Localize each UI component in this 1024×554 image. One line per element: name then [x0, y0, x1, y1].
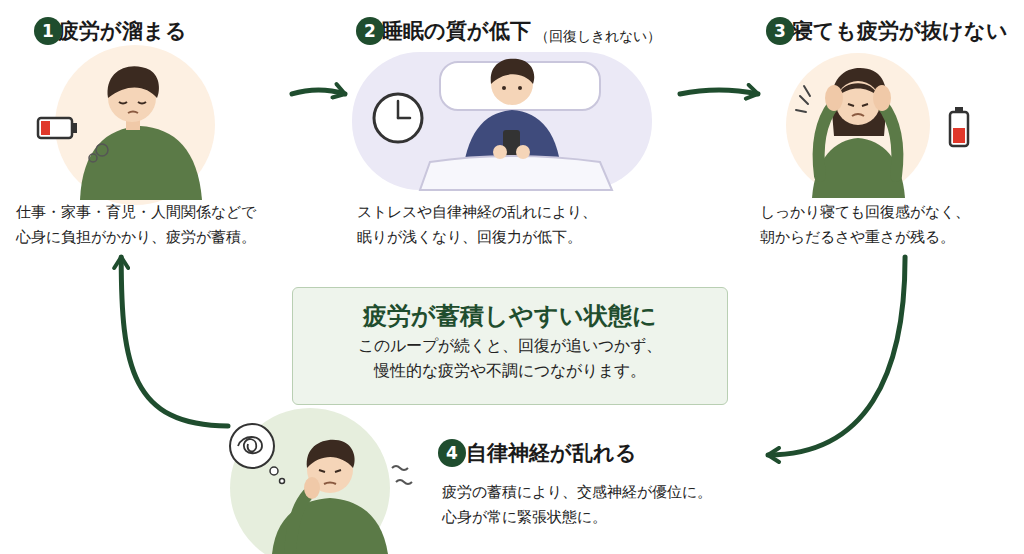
summary-title: 疲労が蓄積しやすい状態に [309, 300, 711, 334]
callout-number-text: 4 [438, 439, 466, 467]
cycle-arrow [121, 257, 228, 426]
step-panel: 睡眠の質が低下（回復しきれない） ストレスや自律神経の乱れにより、 眠りが浅くなり… [345, 10, 680, 257]
step-body: しっかり寝ても回復感がなく、 朝からだるさや重さが残る。 [760, 200, 1016, 250]
step-panel: 自律神経が乱れる疲労の蓄積により、交感神経が優位に。 心身が常に緊張状態に。 4 [228, 418, 768, 550]
step-body: 仕事・家事・育児・人間関係などで 心身に負担がかかり、疲労が蓄積。 [16, 200, 292, 250]
callout-number-text: 1 [34, 17, 62, 45]
anxious-person-illustration [230, 408, 412, 554]
callout-number-text: 3 [766, 17, 794, 45]
step-subheading: （回復しきれない） [535, 21, 661, 51]
tired-person-illustration [38, 45, 215, 205]
cycle-arrow [292, 90, 345, 94]
step-heading: 睡眠の質が低下 [382, 16, 531, 46]
callout-number: 3 [766, 17, 794, 45]
summary-body: このループが続くと、回復が追いつかず、 慢性的な疲労や不調につながります。 [309, 334, 711, 385]
step-heading: 寝ても疲労が抜けない [792, 16, 1008, 46]
callout-number: 4 [438, 439, 466, 467]
step-heading: 自律神経が乱れる [466, 438, 637, 468]
headache-person-illustration [786, 53, 968, 198]
callout-number-text: 2 [356, 17, 384, 45]
cycle-arrow [768, 257, 905, 455]
step-body: 疲労の蓄積により、交感神経が優位に。 心身が常に緊張状態に。 [442, 480, 762, 530]
callout-number: 1 [34, 17, 62, 45]
step-panel: 寝ても疲労が抜けないしっかり寝ても回復感がなく、 朝からだるさや重さが残る。 3 [758, 10, 1016, 257]
cycle-arrow [680, 90, 758, 94]
sleepless-person-illustration [352, 52, 652, 190]
step-body: ストレスや自律神経の乱れにより、 眠りが浅くなり、回復力が低下。 [357, 200, 675, 250]
step-panel: 疲労が溜まる仕事・家事・育児・人間関係などで 心身に負担がかかり、疲労が蓄積。 1 [12, 10, 292, 257]
callout-number: 2 [356, 17, 384, 45]
summary-box: 疲労が蓄積しやすい状態にこのループが続くと、回復が追いつかず、 慢性的な疲労や不… [292, 287, 728, 405]
step-heading: 疲労が溜まる [58, 16, 187, 46]
